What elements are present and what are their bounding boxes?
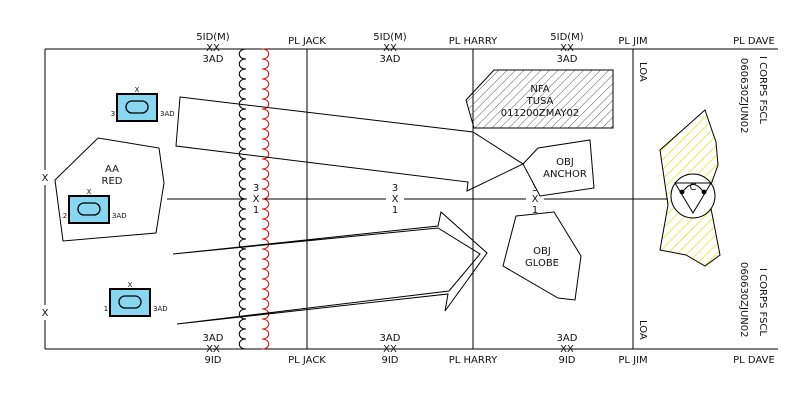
axis-of-advance-lower bbox=[172, 211, 488, 325]
obj-globe-label: OBJ GLOBE bbox=[525, 246, 559, 269]
svg-text:X: X bbox=[128, 281, 133, 289]
boundary-label-bottom-3: 3AD XX 9ID bbox=[557, 333, 578, 366]
svg-text:9ID: 9ID bbox=[204, 355, 221, 366]
svg-text:C: C bbox=[690, 182, 697, 193]
obj-anchor-label: OBJ ANCHOR bbox=[543, 157, 587, 180]
svg-text:3: 3 bbox=[532, 183, 538, 194]
svg-text:1: 1 bbox=[392, 205, 398, 216]
svg-text:RED: RED bbox=[102, 176, 123, 187]
svg-text:X: X bbox=[253, 194, 260, 205]
unit-symbol-2[interactable]: X 2 3AD bbox=[63, 188, 127, 224]
svg-text:GLOBE: GLOBE bbox=[525, 258, 559, 269]
pl-dave-label-bottom: PL DAVE bbox=[733, 355, 775, 366]
svg-text:5ID(M): 5ID(M) bbox=[550, 32, 584, 43]
boundary-label-bottom-2: 3AD XX 9ID bbox=[380, 333, 401, 366]
svg-text:3AD: 3AD bbox=[380, 54, 401, 65]
svg-text:X: X bbox=[532, 194, 539, 205]
svg-text:3AD: 3AD bbox=[557, 54, 578, 65]
svg-text:1: 1 bbox=[253, 205, 259, 216]
pl-harry-label-top: PL HARRY bbox=[449, 36, 498, 47]
pl-jack-label-bottom: PL JACK bbox=[288, 355, 326, 366]
left-boundary-echelon-top: X bbox=[42, 173, 49, 184]
obj-globe-area bbox=[502, 211, 582, 301]
axis-of-advance-upper bbox=[175, 96, 525, 192]
unit-symbol-1[interactable]: X 1 3AD bbox=[104, 281, 168, 317]
svg-text:XX: XX bbox=[383, 43, 397, 54]
loa-label-bottom: LOA bbox=[637, 320, 648, 340]
svg-text:XX: XX bbox=[206, 43, 220, 54]
svg-text:X: X bbox=[135, 86, 140, 94]
obj-anchor-area bbox=[522, 139, 595, 197]
svg-text:2: 2 bbox=[63, 212, 67, 220]
svg-text:3AD: 3AD bbox=[380, 333, 401, 344]
svg-text:X: X bbox=[87, 188, 92, 196]
svg-text:3: 3 bbox=[392, 183, 398, 194]
pl-jim-label-top: PL JIM bbox=[618, 36, 647, 47]
svg-text:3AD: 3AD bbox=[112, 212, 127, 220]
fscl-label-bottom: I CORPS FSCL bbox=[757, 268, 768, 336]
svg-text:XX: XX bbox=[383, 344, 397, 355]
svg-text:XX: XX bbox=[206, 344, 220, 355]
svg-text:9ID: 9ID bbox=[381, 355, 398, 366]
fscl-dtg-bottom: 060630ZJUN02 bbox=[738, 262, 749, 338]
fscl-label-top: I CORPS FSCL bbox=[757, 56, 768, 124]
aa-red-label: AA RED bbox=[102, 164, 123, 187]
boundary-label-top-2: 5ID(M) XX 3AD bbox=[373, 32, 407, 65]
svg-text:XX: XX bbox=[560, 344, 574, 355]
left-boundary-echelon-bottom: X bbox=[42, 308, 49, 319]
boundary-label-top-3: 5ID(M) XX 3AD bbox=[550, 32, 584, 65]
pl-dave-label-top: PL DAVE bbox=[733, 36, 775, 47]
loa-label-top: LOA bbox=[637, 62, 648, 82]
svg-text:5ID(M): 5ID(M) bbox=[196, 32, 230, 43]
nfa-area bbox=[465, 69, 614, 129]
svg-text:3AD: 3AD bbox=[557, 333, 578, 344]
svg-text:TUSA: TUSA bbox=[526, 96, 554, 107]
brigade-boundary-label-1: 3 X 1 bbox=[253, 183, 260, 216]
contain-symbol: C bbox=[670, 173, 716, 219]
pl-jack-label-top: PL JACK bbox=[288, 36, 326, 47]
svg-text:3: 3 bbox=[253, 183, 259, 194]
svg-text:NFA: NFA bbox=[530, 84, 549, 95]
svg-text:3: 3 bbox=[111, 110, 115, 118]
nfa-label: NFA TUSA 011200ZMAY02 bbox=[501, 84, 580, 119]
obstacle-line-red bbox=[261, 48, 270, 350]
svg-text:1: 1 bbox=[104, 305, 108, 313]
unit-symbol-3[interactable]: X 3 3AD bbox=[111, 86, 175, 122]
svg-text:OBJ: OBJ bbox=[533, 246, 551, 257]
pl-jim-label-bottom: PL JIM bbox=[618, 355, 647, 366]
brigade-boundary-label-3: 3 X 1 bbox=[532, 183, 539, 216]
brigade-boundary-label-2: 3 X 1 bbox=[392, 183, 399, 216]
svg-text:011200ZMAY02: 011200ZMAY02 bbox=[501, 108, 580, 119]
svg-text:1: 1 bbox=[532, 205, 538, 216]
svg-text:ANCHOR: ANCHOR bbox=[543, 169, 587, 180]
svg-text:XX: XX bbox=[560, 43, 574, 54]
boundary-label-top-1: 5ID(M) XX 3AD bbox=[196, 32, 230, 65]
svg-text:X: X bbox=[392, 194, 399, 205]
svg-text:5ID(M): 5ID(M) bbox=[373, 32, 407, 43]
svg-text:OBJ: OBJ bbox=[556, 157, 574, 168]
svg-text:3AD: 3AD bbox=[160, 110, 175, 118]
svg-text:3AD: 3AD bbox=[203, 54, 224, 65]
fscl-dtg-top: 060630ZJUN02 bbox=[738, 58, 749, 134]
aa-red-area bbox=[54, 137, 165, 242]
svg-text:AA: AA bbox=[105, 164, 119, 175]
svg-text:9ID: 9ID bbox=[558, 355, 575, 366]
boundary-label-bottom-1: 3AD XX 9ID bbox=[203, 333, 224, 366]
svg-text:3AD: 3AD bbox=[153, 305, 168, 313]
svg-text:3AD: 3AD bbox=[203, 333, 224, 344]
pl-harry-label-bottom: PL HARRY bbox=[449, 355, 498, 366]
